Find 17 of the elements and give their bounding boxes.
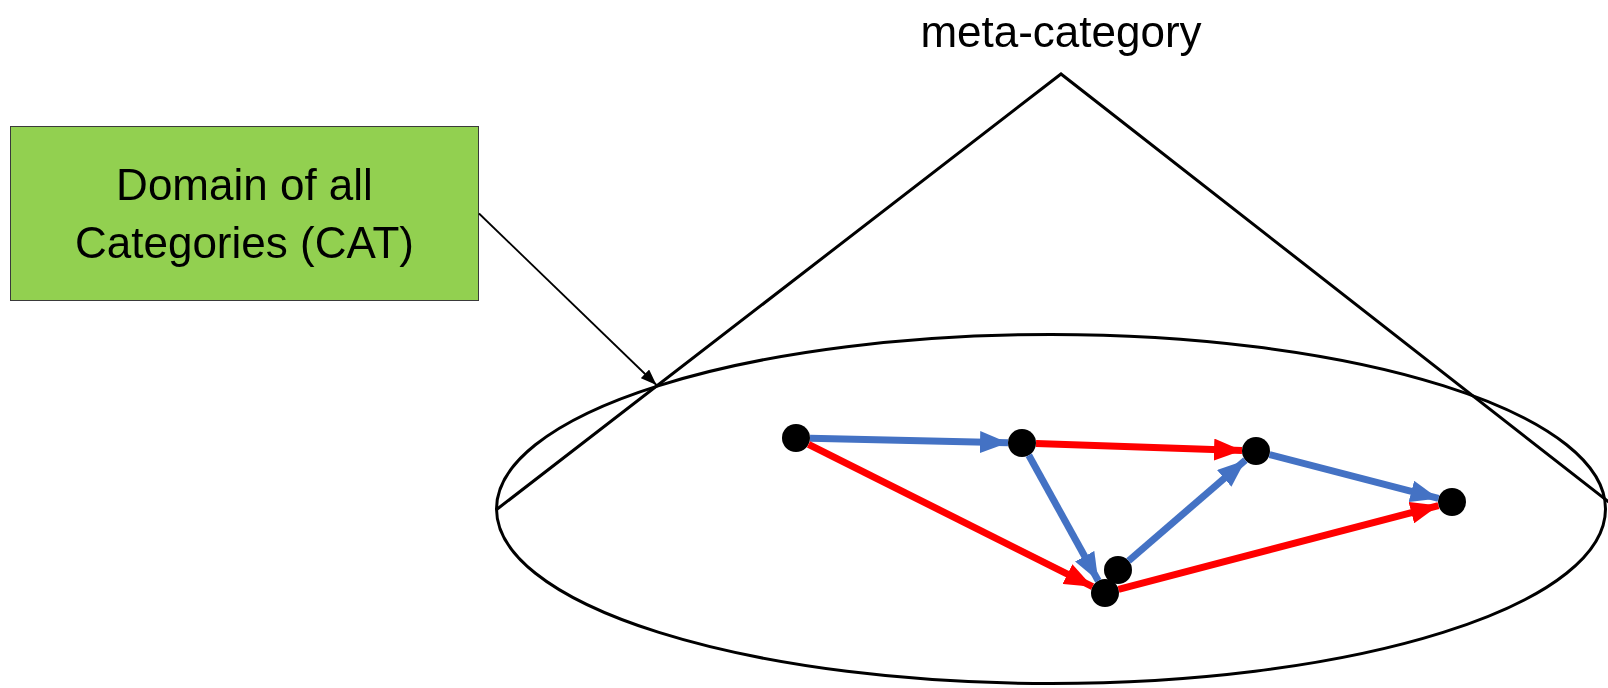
box-label: Domain of all Categories (CAT) — [73, 159, 415, 269]
arrow — [1025, 453, 1102, 583]
dot — [1104, 556, 1132, 584]
cone-title: meta-category — [920, 7, 1202, 56]
arrow — [1035, 438, 1243, 461]
leader-arrow — [478, 212, 658, 386]
arrow — [806, 441, 1095, 590]
dot — [782, 424, 810, 452]
label-box — [10, 126, 479, 301]
dot — [1091, 579, 1119, 607]
arrow — [1126, 457, 1248, 564]
dot — [1242, 437, 1270, 465]
dot — [1008, 429, 1036, 457]
arrow — [1117, 502, 1440, 593]
arrow — [809, 431, 1009, 454]
dot — [1438, 488, 1466, 516]
arrow — [1268, 451, 1440, 503]
